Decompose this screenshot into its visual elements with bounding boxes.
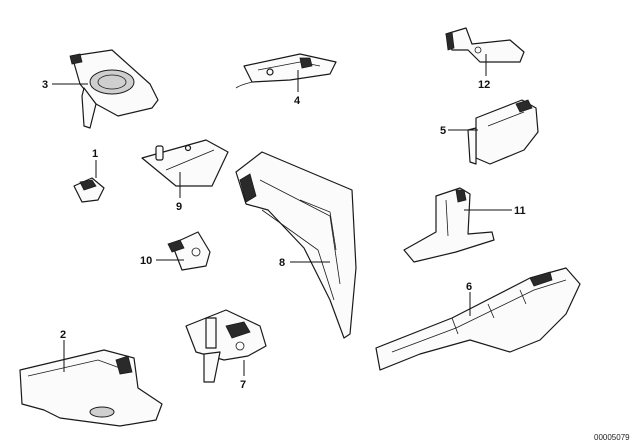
callout-4: 4	[294, 95, 301, 107]
leader-lines	[52, 54, 512, 376]
callout-8: 8	[279, 257, 285, 269]
callout-1: 1	[92, 148, 98, 160]
part-8-large-panel	[235, 151, 357, 339]
part-12-small-bracket	[445, 27, 525, 63]
callout-10: 10	[140, 255, 152, 267]
part-1-clip	[73, 177, 105, 203]
callout-2: 2	[60, 329, 66, 341]
callout-7: 7	[240, 379, 246, 391]
part-10-clamp	[167, 231, 211, 271]
part-11-vertical-bracket	[403, 187, 495, 263]
part-7-mount-bracket	[185, 309, 267, 383]
part-3-bracket-plate	[69, 49, 159, 129]
callout-11: 11	[514, 205, 526, 217]
part-9-pin-bracket	[141, 139, 229, 187]
callout-3: 3	[42, 79, 48, 91]
callout-9: 9	[176, 201, 182, 213]
callout-12: 12	[478, 79, 490, 91]
part-6-long-rail	[375, 267, 581, 371]
part-5-side-bracket	[467, 99, 539, 165]
part-2-bottom-panel	[19, 349, 163, 427]
drawing-code: 00005079	[594, 433, 630, 442]
part-4-upper-bracket	[235, 53, 337, 89]
callout-6: 6	[466, 281, 472, 293]
callout-5: 5	[440, 125, 446, 137]
